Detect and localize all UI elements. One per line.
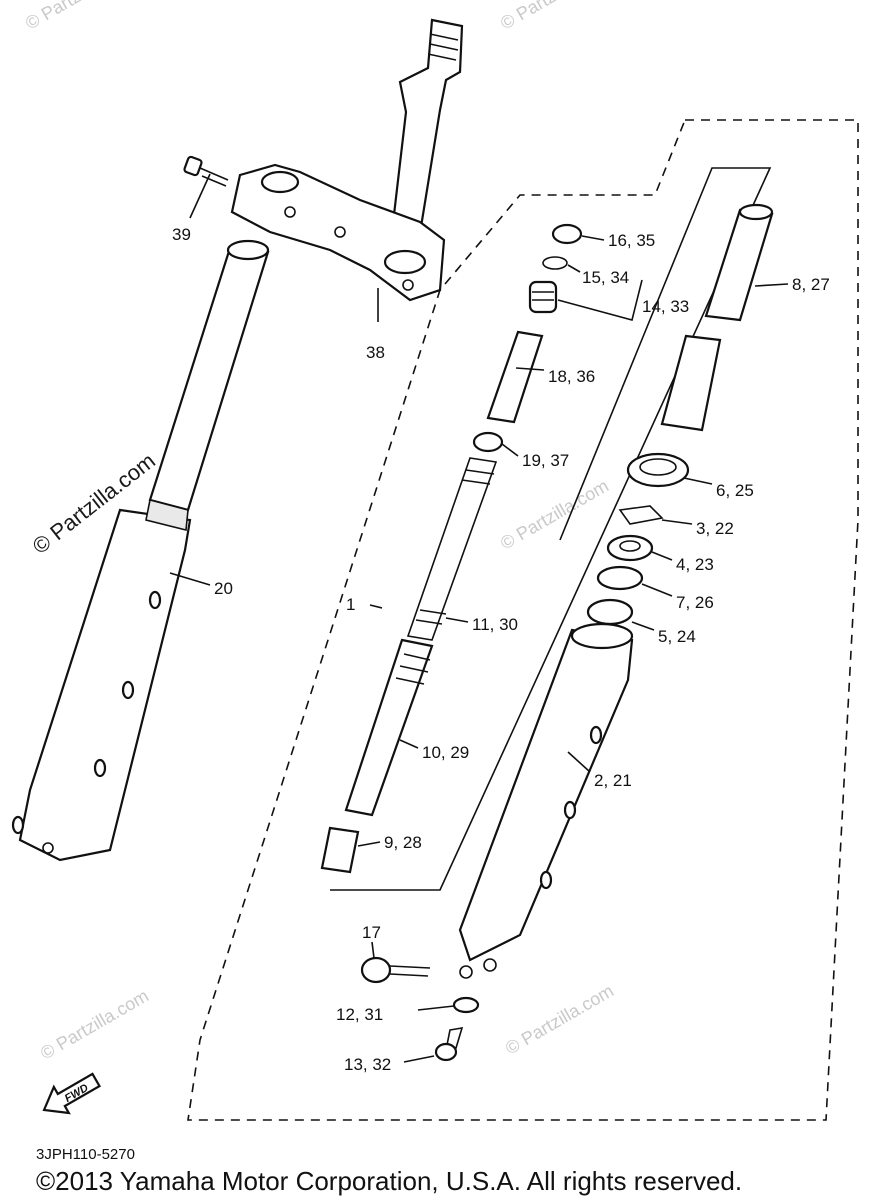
callout-19-37: 19, 37 (522, 451, 569, 470)
callout-6-25: 6, 25 (716, 481, 754, 500)
watermark: © Partzilla.com (502, 980, 617, 1058)
callout-11-30: 11, 30 (472, 615, 518, 634)
leader-lines (169, 173, 789, 1063)
fwd-arrow-icon: FWD (42, 1072, 101, 1115)
piece-9-28 (320, 826, 360, 874)
callout-3-22: 3, 22 (696, 519, 734, 538)
damper-rod-10-29 (344, 638, 434, 817)
bolt-14-33 (528, 280, 558, 314)
callout-13-32: 13, 32 (344, 1055, 391, 1074)
callout-2-21: 2, 21 (594, 771, 632, 790)
bolt-17 (360, 956, 431, 984)
bushing-7-26 (596, 565, 644, 591)
watermark: © Partzilla.com (497, 0, 612, 33)
spring-11-30 (406, 457, 498, 641)
fork-assembly-left (11, 239, 270, 862)
assembly-boundary (187, 119, 859, 1121)
clip-3-22 (618, 505, 664, 525)
washer-12-31 (452, 996, 480, 1014)
callout-39: 39 (172, 225, 191, 244)
inner-tube-8-27 (660, 203, 774, 432)
fwd-label: FWD (63, 1082, 91, 1105)
diagram-code: 3JPH110-5270 (36, 1146, 135, 1163)
callout-12-31: 12, 31 (336, 1005, 383, 1024)
bolt-39 (183, 155, 229, 187)
callout-4-23: 4, 23 (676, 555, 714, 574)
callout-14-33: 14, 33 (642, 297, 689, 316)
callout-16-35: 16, 35 (608, 231, 655, 250)
watermark: © Partzilla.com (497, 475, 612, 553)
callout-5-24: 5, 24 (658, 627, 696, 646)
outer-tube-2-21 (458, 622, 634, 979)
seat-19-37 (472, 431, 504, 453)
callout-7-26: 7, 26 (676, 593, 714, 612)
oil-seal-6-25 (626, 452, 690, 488)
callout-15-34: 15, 34 (582, 268, 629, 287)
o-ring-15-34 (542, 256, 568, 270)
washer-4-23 (606, 534, 654, 562)
bolt-13-32 (434, 1026, 464, 1062)
spacer-18-36 (486, 330, 544, 424)
cap-16-35 (551, 223, 583, 245)
copyright-notice: ©2013 Yamaha Motor Corporation, U.S.A. A… (36, 1166, 743, 1196)
callout-18-36: 18, 36 (548, 367, 595, 386)
watermark: © Partzilla.com (22, 0, 137, 33)
callout-9-28: 9, 28 (384, 833, 422, 852)
watermark: © Partzilla.com (37, 985, 152, 1063)
callout-labels: 16, 35 15, 34 14, 33 18, 36 19, 37 11, 3… (172, 225, 830, 1074)
assembly-1-bracket (330, 167, 772, 891)
callout-8-27: 8, 27 (792, 275, 830, 294)
callout-17: 17 (362, 923, 381, 942)
callout-1: 1 (346, 595, 355, 614)
bushing-5-24 (586, 598, 634, 626)
callout-10-29: 10, 29 (422, 743, 469, 762)
callout-20: 20 (214, 579, 233, 598)
steering-stem-assembly (230, 18, 464, 302)
callout-38: 38 (366, 343, 385, 362)
